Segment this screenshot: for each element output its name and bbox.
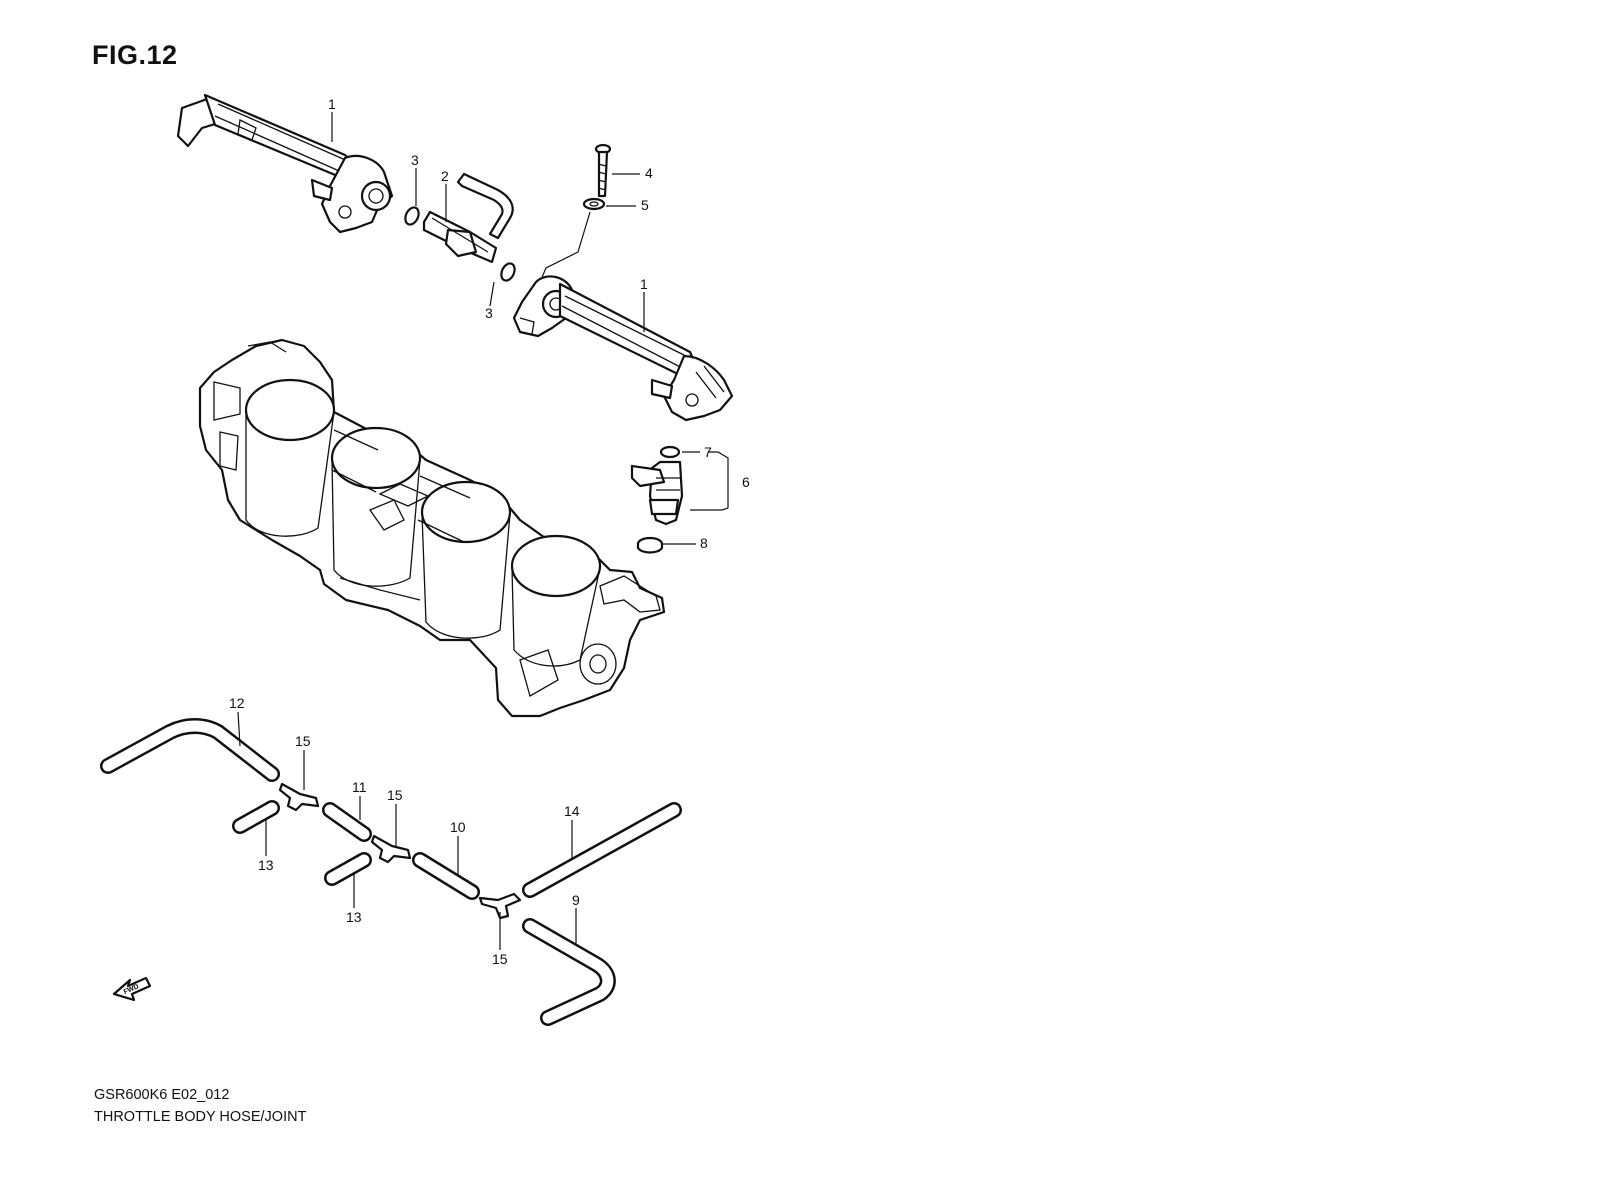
callout-6: 6 [742,474,750,490]
hose-14[interactable] [522,802,682,898]
figure-title: FIG.12 [92,40,178,70]
fwd-arrow-icon: FWD [112,976,152,1002]
injector-cushion[interactable] [636,536,664,554]
callout-2: 2 [441,168,449,184]
bolt-position-leader [539,211,591,283]
callout-9: 9 [572,892,580,908]
callout-13-a: 13 [258,857,274,873]
callout-12: 12 [229,695,245,711]
t-joint-15-b[interactable] [370,834,412,864]
callout-13-b: 13 [346,909,362,925]
fuel-delivery-pipe-lower[interactable] [512,275,734,422]
hose-13-a[interactable] [232,800,280,834]
callout-10: 10 [450,819,466,835]
callout-3-upper: 3 [411,152,419,168]
callout-14: 14 [564,803,580,819]
hose-12[interactable] [100,718,280,782]
hose-10[interactable] [412,852,480,900]
figure-description: THROTTLE BODY HOSE/JOINT [94,1109,307,1125]
callout-4: 4 [645,165,653,181]
o-ring-lower[interactable] [499,261,517,282]
washer[interactable] [582,197,606,211]
hose-9[interactable] [522,918,616,1026]
callout-15-b: 15 [387,787,403,803]
bolt[interactable] [594,143,612,198]
callout-15-c: 15 [492,951,508,967]
o-ring-injector-top[interactable] [659,445,681,459]
callout-11: 11 [352,779,367,795]
callout-15-a: 15 [295,733,311,749]
throttle-body-assembly[interactable] [198,338,666,718]
fuel-pipe-joint[interactable] [422,172,514,264]
callout-7: 7 [704,444,712,460]
callout-5: 5 [641,197,649,213]
callout-1-lower: 1 [640,276,648,292]
callout-labels: 1 3 2 4 5 1 3 7 6 8 12 15 11 15 10 14 13… [229,96,750,967]
callout-8: 8 [700,535,708,551]
callout-3-lower: 3 [485,305,493,321]
fuel-injector[interactable] [630,460,684,526]
hose-11[interactable] [322,802,372,842]
injector-group-bracket [690,451,729,511]
hose-13-b[interactable] [324,852,372,886]
o-ring-upper[interactable] [403,205,421,226]
t-joint-15-c[interactable] [478,892,522,920]
leader-lines [237,112,700,950]
model-code: GSR600K6 E02_012 [94,1087,230,1103]
t-joint-15-a[interactable] [278,782,320,812]
fuel-delivery-pipe-upper[interactable] [176,93,394,234]
callout-1-upper: 1 [328,96,336,112]
